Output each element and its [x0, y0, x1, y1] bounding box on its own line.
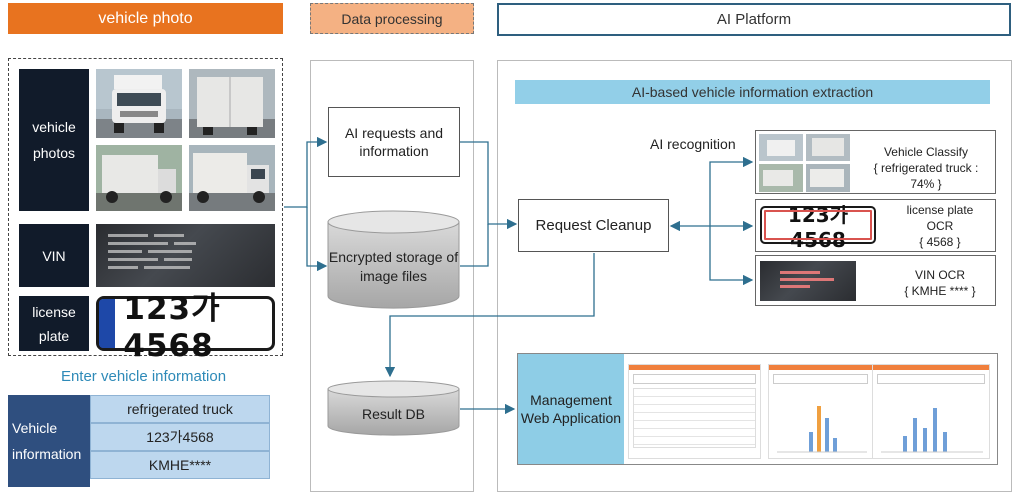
truck-photo-rear [189, 69, 275, 138]
result-db-text: Result DB [361, 406, 426, 422]
encrypted-storage-cylinder: Encrypted storage of image files [327, 210, 460, 310]
truck-angle-image [189, 145, 275, 211]
plate-number-text: 123가 4568 [123, 291, 221, 364]
result-db-shape [327, 380, 460, 436]
data-processing-frame [310, 60, 474, 492]
storage-label: Encrypted storage of image files [327, 234, 460, 300]
vehicle-type-value: refrigerated truck [127, 401, 233, 417]
license-plate-photo: 123가 4568 [96, 291, 275, 364]
request-cleanup-text: Request Cleanup [535, 217, 652, 234]
vehicle-classify-result: Vehicle Classify { refrigerated truck : … [755, 130, 996, 194]
extraction-title-text: AI-based vehicle information extraction [631, 84, 874, 100]
plate-number-field: 123가4568 [90, 423, 270, 451]
data-processing-header: Data processing [310, 3, 474, 34]
classify-thumb-4 [806, 164, 850, 192]
vehicle-photos-label-text: vehicle photos [32, 119, 76, 161]
vin-label-text: VIN [42, 247, 66, 264]
vehicle-photos-label: vehicle photos [19, 69, 89, 211]
ai-requests-text: AI requests and information [344, 125, 444, 159]
management-app-label: Management Web Application [518, 354, 624, 464]
arrow-storage-to-cleanup [460, 224, 489, 267]
vehicle-type-field: refrigerated truck [90, 395, 270, 423]
arrow-photos-to-requests [284, 136, 328, 208]
vehicle-information-label: Vehicle information [8, 395, 90, 487]
app-screenshot-chart-1 [768, 364, 873, 459]
arrow-cleanup-to-result-db [384, 253, 595, 378]
result-db-cylinder: Result DB [327, 380, 460, 436]
classify-thumb-1 [759, 134, 803, 161]
ocr-plate-text: 123가 4568 [787, 202, 849, 252]
vehicle-information-label-text: Vehicle information [12, 420, 82, 462]
storage-text: Encrypted storage of image files [328, 249, 459, 284]
vin-ocr-thumb [760, 261, 856, 301]
ai-platform-frame [497, 60, 1012, 492]
arrow-cleanup-vin-ocr [709, 226, 754, 286]
classify-line-2: { refrigerated truck : [873, 161, 979, 175]
request-cleanup-box: Request Cleanup [518, 199, 669, 252]
vin-ocr-line-1: VIN OCR [914, 268, 965, 282]
plate-number-value: 123가4568 [146, 429, 214, 445]
truck-photo-front [96, 69, 182, 138]
ai-recognition-label: AI recognition [650, 136, 736, 152]
license-plate-ocr-result: 123가 4568 license plate OCR { 4568 } [755, 199, 996, 252]
vin-ocr-result: VIN OCR { KMHE **** } [755, 255, 996, 306]
truck-front-image [96, 69, 182, 138]
storage-cylinder-shape [327, 210, 460, 309]
arrow-photos-to-storage [306, 207, 328, 272]
plate-flag-strip [99, 299, 116, 348]
vin-field: KMHE**** [90, 451, 270, 479]
arrow-requests-to-cleanup [460, 141, 518, 230]
management-app-text: Management Web Application [520, 392, 622, 426]
vehicle-photo-frame [8, 58, 283, 356]
classify-text: Vehicle Classify { refrigerated truck : … [856, 144, 996, 192]
extraction-title-bar: AI-based vehicle information extraction [515, 80, 990, 104]
app-screenshot-table [628, 364, 761, 459]
vin-label: VIN [19, 224, 89, 287]
plate-ocr-line-3: { 4568 } [919, 235, 961, 249]
ai-platform-header-text: AI Platform [716, 11, 792, 28]
ai-requests-box: AI requests and information [328, 107, 460, 177]
chart-2-bars [881, 408, 983, 453]
app-screenshot-chart-2 [872, 364, 990, 459]
vin-engraving-image [108, 234, 196, 269]
classify-thumb-2 [806, 134, 850, 161]
result-db-label: Result DB [327, 396, 460, 432]
license-plate-label-text: license plate [32, 303, 76, 344]
license-plate-label: license plate [19, 296, 89, 351]
vin-ocr-line-2: { KMHE **** } [904, 284, 976, 298]
chart-1-bars [777, 406, 867, 453]
plate-ocr-line-2: OCR [926, 219, 954, 233]
classify-line-1: Vehicle Classify [883, 145, 969, 159]
enter-vehicle-info-title: Enter vehicle information [60, 368, 227, 385]
plate-ocr-line-1: license plate [906, 203, 974, 217]
truck-rear-image [189, 69, 275, 138]
plate-ocr-text: license plate OCR { 4568 } [886, 202, 994, 250]
vin-ocr-text: VIN OCR { KMHE **** } [886, 267, 994, 299]
classify-thumb-3 [759, 164, 803, 192]
vin-value: KMHE**** [148, 457, 212, 473]
truck-photo-angle [189, 145, 275, 211]
vin-photo [96, 224, 275, 287]
truck-side-image [96, 145, 182, 211]
vehicle-photo-header-text: vehicle photo [98, 9, 193, 27]
ai-platform-header: AI Platform [497, 3, 1011, 36]
data-processing-header-text: Data processing [341, 10, 443, 27]
truck-photo-side [96, 145, 182, 211]
classify-line-3: 74% } [910, 177, 942, 191]
ocr-plate-thumb: 123가 4568 [760, 203, 876, 252]
vehicle-photo-header: vehicle photo [8, 3, 283, 34]
arrow-cleanup-classify [709, 156, 754, 226]
